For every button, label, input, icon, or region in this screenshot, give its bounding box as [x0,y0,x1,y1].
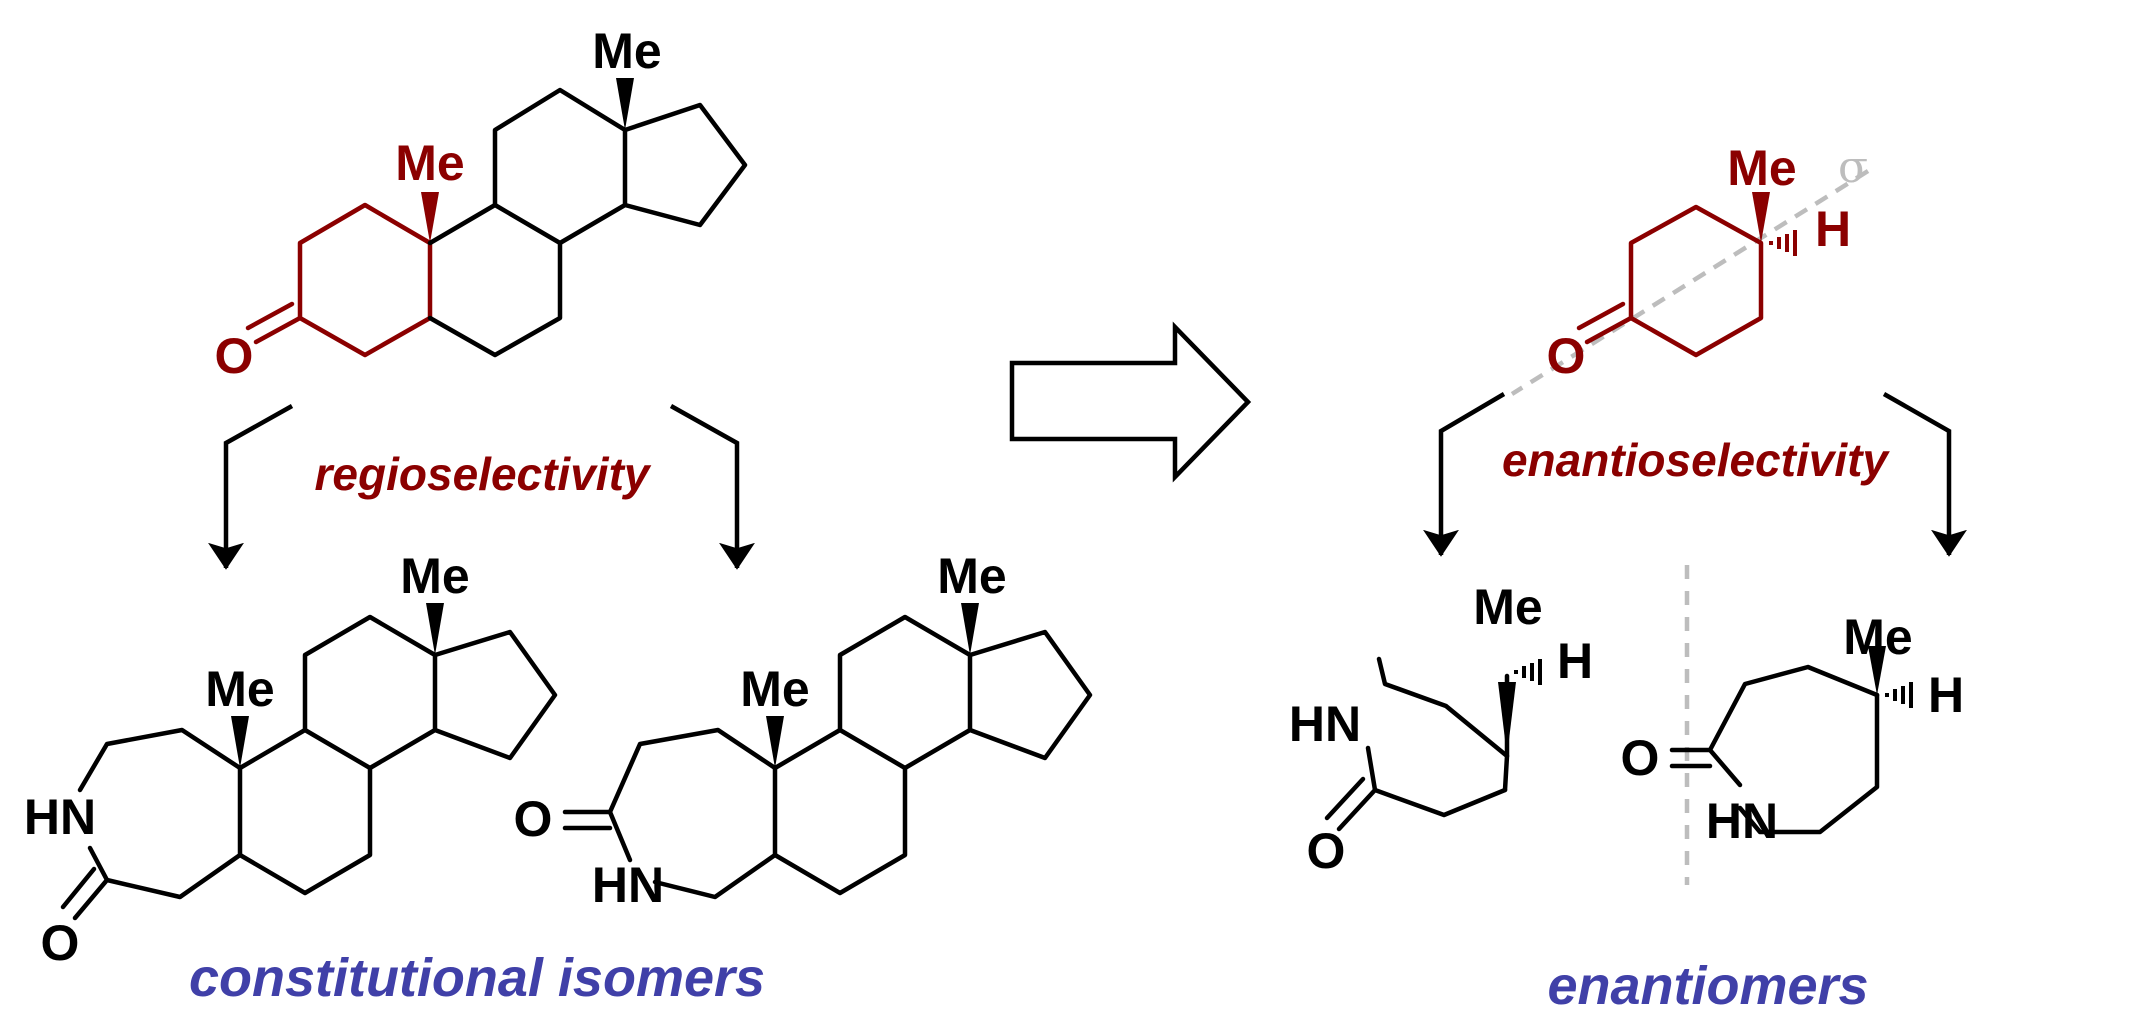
enantio-arrow-right [1882,392,1967,557]
oxygen-label-top: O [215,328,254,384]
sigma-label: σ [1838,142,1868,193]
regio-arrow-right [669,404,755,570]
oxygen-label-lactam2: O [514,791,553,847]
hn-label-lactam1: HN [24,789,96,845]
oxygen-label-lactam1: O [41,915,80,971]
hashed-bond-1 [1514,659,1542,685]
hashed-bond-red [1769,230,1797,256]
me-label-enantiomer1: Me [1473,579,1542,635]
me-label-lactam1-ring: Me [205,661,274,717]
regioselectivity-label: regioselectivity [315,448,652,500]
transition-arrow [1009,321,1252,483]
hashed-bond-2 [1885,682,1913,708]
oxygen-label-enantiomer2: O [1621,730,1660,786]
oxygen-label-enantiomer1: O [1307,823,1346,879]
me-label-top-red: Me [395,135,464,191]
hn-label-enantiomer2: HN [1706,793,1778,849]
me-label-enantiomer2: Me [1843,609,1912,665]
me-label-lactam2-top: Me [937,548,1006,604]
enantiomer-2 [1669,646,1913,835]
hn-label-enantiomer1: HN [1289,696,1361,752]
enantioselectivity-label: enantioselectivity [1502,434,1890,486]
oxygen-label-top-right: O [1547,328,1586,384]
methylcyclohexanone [1510,169,1870,396]
steroid-ketone [245,78,748,358]
lactam-isomer-1 [60,603,558,921]
me-label-top-black: Me [592,23,661,79]
enantiomer-1 [1324,656,1542,832]
h-label-enantiomer1: H [1557,633,1593,689]
constitutional-isomers-caption: constitutional isomers [189,948,765,1008]
lactam-isomer-2 [562,603,1093,900]
h-label-top-right: H [1815,201,1851,257]
me-label-lactam1-top: Me [400,548,469,604]
me-label-top-right: Me [1727,140,1796,196]
regio-arrow-left [208,404,294,570]
hn-label-lactam2: HN [592,857,664,913]
enantiomers-caption: enantiomers [1547,956,1868,1016]
enantio-arrow-left [1423,392,1506,557]
h-label-enantiomer2: H [1928,667,1964,723]
me-label-lactam2-ring: Me [740,661,809,717]
